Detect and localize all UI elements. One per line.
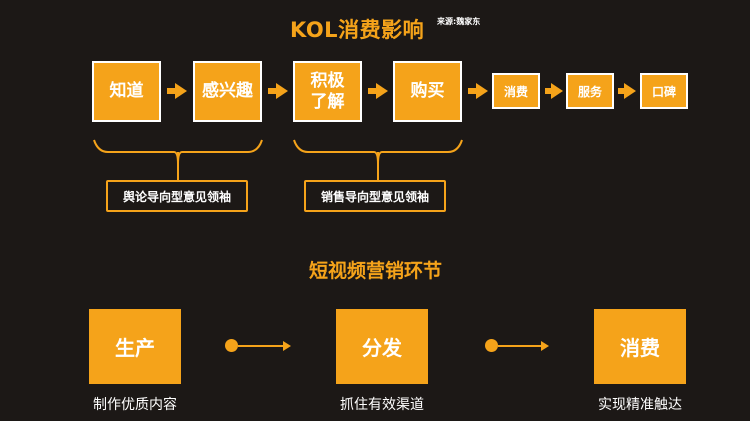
arrow-stem (268, 88, 276, 94)
arrow-right-icon (175, 83, 187, 99)
connector-dot (485, 339, 498, 352)
arrow-stem (545, 88, 551, 94)
step-consume-caption: 实现精准触达 (598, 397, 682, 413)
arrow-stem (368, 88, 376, 94)
arrow-right-icon (624, 83, 636, 99)
arrow-right-icon (476, 83, 488, 99)
connector-line (498, 345, 542, 347)
source-note: 来源:魏家东 (437, 17, 481, 26)
bracket-right (293, 139, 463, 180)
arrow-right-icon (283, 341, 291, 351)
step-distribute-caption: 抓住有效渠道 (340, 397, 424, 413)
stage-service: 服务 (566, 73, 614, 109)
stage-explore-line1: 积极 (310, 70, 345, 91)
sales-leader-label: 销售导向型意见领袖 (304, 180, 446, 212)
bracket-left (93, 139, 263, 180)
arrow-right-icon (541, 341, 549, 351)
stage-explore-line2: 了解 (310, 91, 345, 112)
arrow-stem (618, 88, 624, 94)
stage-buy: 购买 (393, 61, 462, 122)
arrow-stem (167, 88, 175, 94)
connector-dot (225, 339, 238, 352)
short-video-title: 短视频营销环节 (309, 260, 443, 282)
step-produce: 生产 (89, 309, 181, 384)
stage-explore: 积极 了解 (293, 61, 362, 122)
arrow-right-icon (376, 83, 388, 99)
arrow-right-icon (276, 83, 288, 99)
connector-line (238, 345, 284, 347)
stage-know: 知道 (92, 61, 161, 122)
stage-interest: 感兴趣 (193, 61, 262, 122)
stage-word-of-mouth: 口碑 (640, 73, 688, 109)
step-produce-caption: 制作优质内容 (93, 397, 177, 413)
step-consume: 消费 (594, 309, 686, 384)
arrow-right-icon (551, 83, 563, 99)
stage-consume: 消费 (492, 73, 540, 109)
step-distribute: 分发 (336, 309, 428, 384)
opinion-leader-label: 舆论导向型意见领袖 (106, 180, 248, 212)
arrow-stem (468, 88, 476, 94)
kol-title: KOL消费影响 (290, 18, 425, 42)
